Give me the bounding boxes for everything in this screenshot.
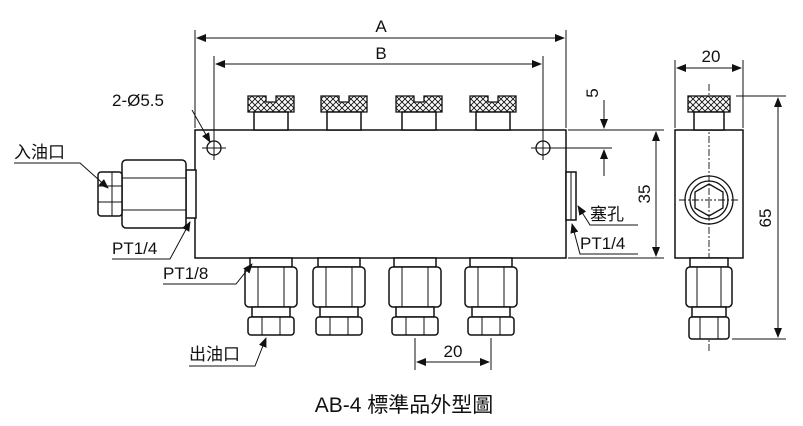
dim-side-height-label: 65 xyxy=(756,209,775,228)
dim-bolt-pitch: B xyxy=(213,44,544,138)
inlet-label: 入油口 xyxy=(14,143,65,162)
outlet-fitting-1 xyxy=(244,257,298,336)
dim-side-width-label: 20 xyxy=(702,47,721,66)
manifold-body xyxy=(194,129,567,259)
outlet-fitting-4 xyxy=(464,257,518,336)
plug-label: 塞孔 xyxy=(590,205,624,224)
callout-inlet: 入油口 xyxy=(14,143,109,189)
inlet-fitting xyxy=(97,159,197,229)
mount-hole-left xyxy=(202,136,226,160)
outlet-thread-label: PT1/8 xyxy=(163,264,208,283)
dim-outlet-pitch: 20 xyxy=(414,338,492,370)
callout-mount-holes: 2-Ø5.5 xyxy=(112,91,211,143)
drawing-caption: AB-4 標準品外型圖 xyxy=(315,394,494,417)
side-view: 20 65 xyxy=(674,47,786,352)
dim-side-width: 20 xyxy=(674,47,744,128)
callout-plug-thread: PT1/4 xyxy=(570,223,638,255)
callout-outlet-thread: PT1/8 xyxy=(163,263,253,285)
dim-a-label: A xyxy=(375,17,387,36)
top-screw-4 xyxy=(469,95,517,131)
top-screw-3 xyxy=(395,95,443,131)
dim-overall-length: A xyxy=(194,17,567,128)
dim-b-label: B xyxy=(375,44,386,63)
side-hex-plug xyxy=(679,175,739,225)
callout-inlet-thread: PT1/4 xyxy=(112,221,191,260)
plug xyxy=(565,171,577,221)
outlet-fitting-2 xyxy=(312,257,366,336)
outlet-fitting-3 xyxy=(388,257,442,336)
inlet-thread-label: PT1/4 xyxy=(112,239,157,258)
mount-holes-label: 2-Ø5.5 xyxy=(112,91,164,110)
dim-top-offset: 5 xyxy=(546,88,612,176)
dim-body-height: 35 xyxy=(568,129,664,259)
dim-side-height: 65 xyxy=(732,95,786,340)
front-view: A B 5 35 20 xyxy=(14,17,664,370)
callout-plug: 塞孔 xyxy=(577,205,638,226)
dim-5-label: 5 xyxy=(583,88,602,97)
side-bottom-fitting xyxy=(685,257,733,340)
callout-outlet: 出油口 xyxy=(189,337,267,367)
plug-thread-label: PT1/4 xyxy=(580,234,625,253)
outlet-label: 出油口 xyxy=(189,345,240,364)
dim-outlet-pitch-label: 20 xyxy=(444,342,463,361)
dim-35-label: 35 xyxy=(635,185,654,204)
top-screw-1 xyxy=(247,95,295,131)
side-top-screw xyxy=(687,95,731,131)
top-screw-2 xyxy=(320,95,368,131)
